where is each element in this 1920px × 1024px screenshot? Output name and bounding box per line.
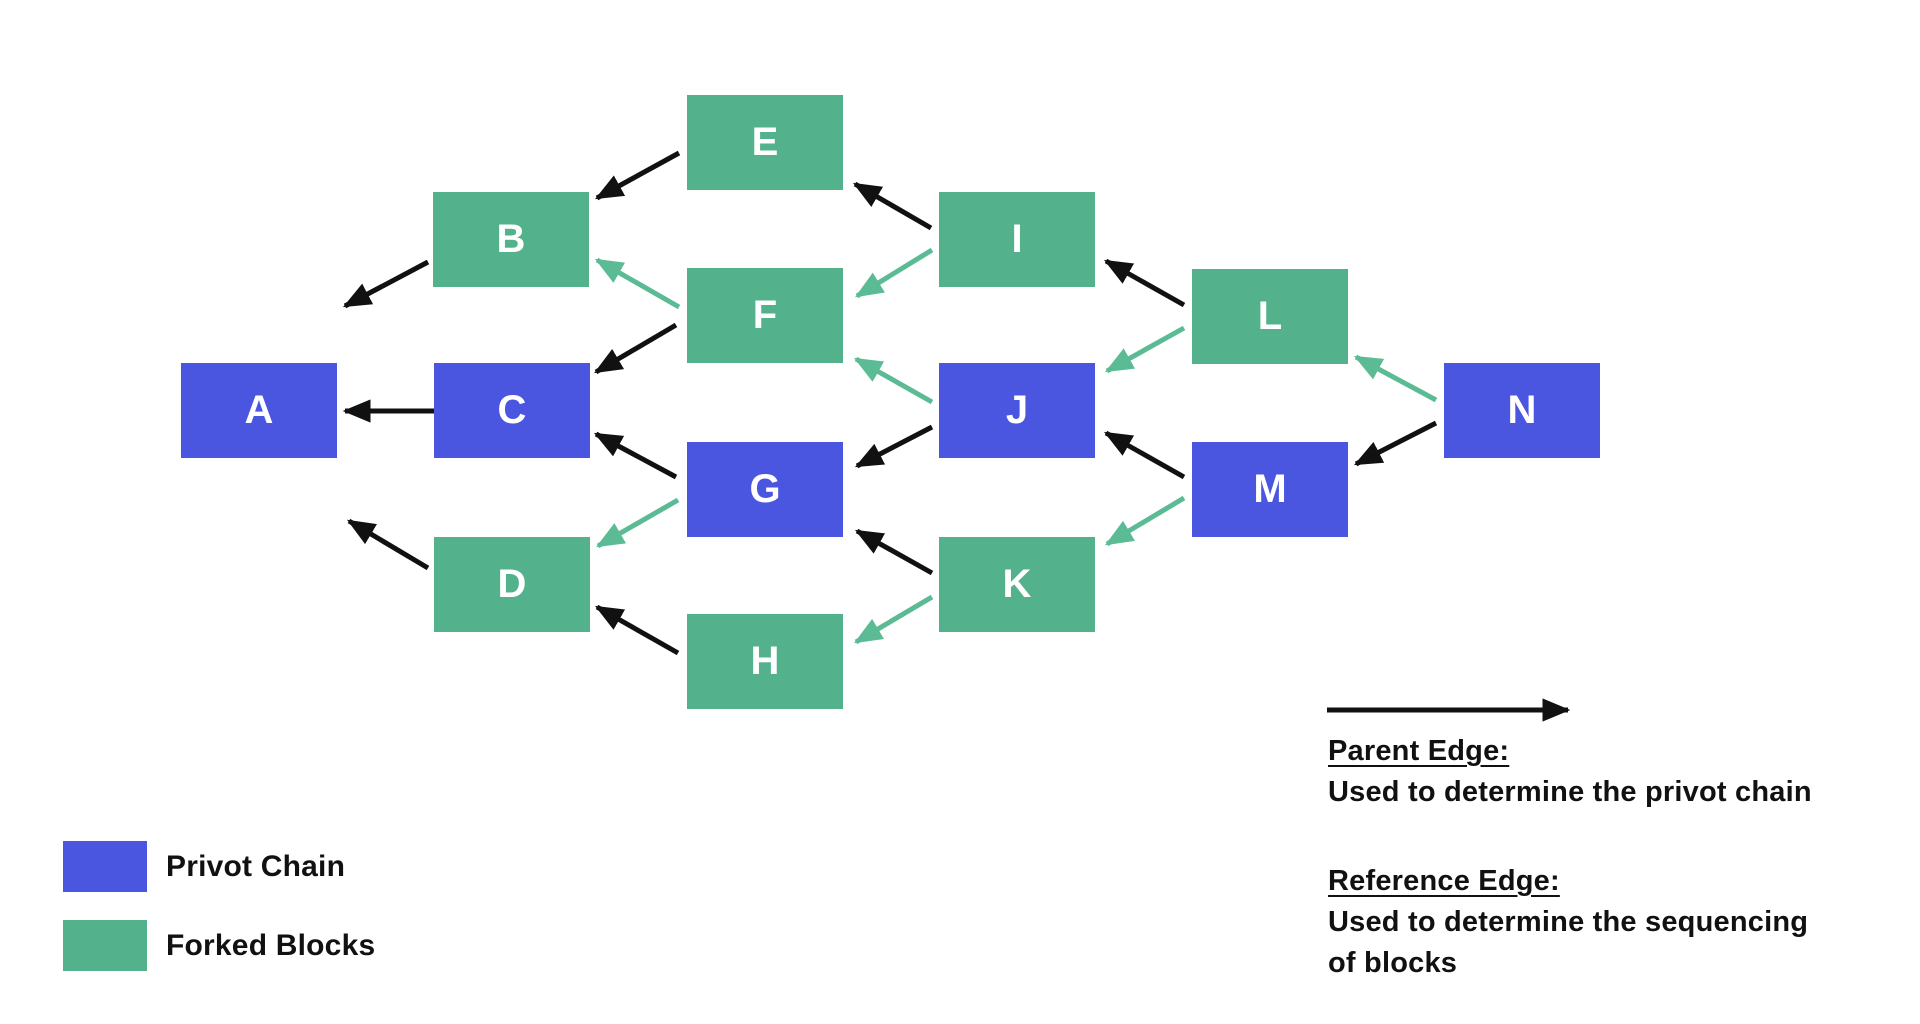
forked-blocks-label: Forked Blocks [166, 928, 376, 962]
edge-e-b-parent [594, 150, 681, 201]
block-d: D [434, 537, 590, 632]
edge-k-g-parent [854, 528, 934, 576]
edge-n-m-parent [1353, 420, 1438, 467]
parent-edge-description: Used to determine the privot chain [1328, 776, 1812, 808]
block-g: G [687, 442, 843, 537]
parent-edge-heading: Parent Edge: [1328, 735, 1510, 767]
edge-m-j-parent [1103, 430, 1186, 480]
edge-m-k-reference [1104, 495, 1186, 547]
edge-h-d-parent [594, 604, 680, 656]
block-k: K [939, 537, 1095, 632]
edge-j-g-parent [854, 424, 934, 469]
edge-j-f-reference [853, 356, 934, 405]
forked-blocks-swatch [63, 920, 147, 971]
block-h: H [687, 614, 843, 709]
parent-edge-note: Parent Edge: Used to determine the privo… [1328, 731, 1828, 813]
reference-edge-heading: Reference Edge: [1328, 865, 1560, 897]
parent-edge-sample-arrow [1327, 698, 1571, 722]
edge-g-c-parent [593, 431, 678, 480]
block-l: L [1192, 269, 1348, 364]
edge-d-a-parent [346, 518, 430, 571]
edge-b-a-parent [342, 259, 430, 309]
block-n: N [1444, 363, 1600, 458]
block-c: C [434, 363, 590, 458]
legend-item-pivot-chain: Privot Chain [63, 841, 375, 892]
pivot-chain-label: Privot Chain [166, 849, 346, 883]
edge-f-c-parent [593, 322, 678, 375]
block-j: J [939, 363, 1095, 458]
reference-edge-note: Reference Edge: Used to determine the se… [1328, 861, 1828, 984]
edge-l-j-reference [1104, 325, 1186, 374]
block-f: F [687, 268, 843, 363]
edge-n-l-reference [1353, 354, 1438, 403]
edge-k-h-reference [853, 594, 934, 645]
pivot-chain-swatch [63, 841, 147, 892]
block-a: A [181, 363, 337, 458]
edge-l-i-parent [1103, 258, 1186, 308]
block-legend: Privot Chain Forked Blocks [63, 841, 375, 971]
edge-i-f-reference [855, 247, 934, 299]
edge-i-e-parent [852, 181, 933, 231]
edge-g-d-reference [595, 497, 680, 549]
edge-f-b-reference [594, 257, 681, 310]
block-b: B [433, 192, 589, 287]
reference-edge-description: Used to determine the sequencing of bloc… [1328, 906, 1809, 979]
block-i: I [939, 192, 1095, 287]
legend-item-forked-blocks: Forked Blocks [63, 920, 375, 971]
block-m: M [1192, 442, 1348, 537]
block-e: E [687, 95, 843, 190]
